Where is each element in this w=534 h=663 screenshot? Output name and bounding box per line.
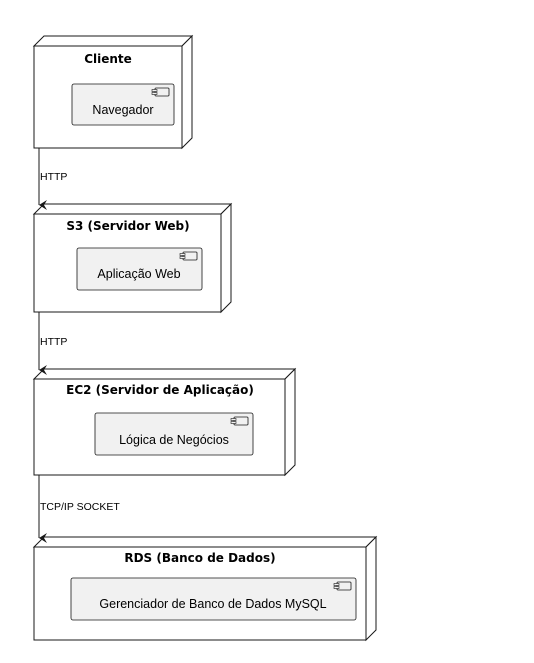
component-icon [230, 416, 249, 426]
node-title-rds: RDS (Banco de Dados) [124, 551, 275, 565]
node-rds: RDS (Banco de Dados) Gerenciador de Banc… [32, 535, 378, 642]
component-label-aplicacao-web: Aplicação Web [97, 267, 180, 281]
edge-ec2-rds: TCP/IP SOCKET [38, 475, 120, 543]
edge-cliente-s3: HTTP [38, 148, 67, 210]
component-logica-de-negocios: Lógica de Negócios [94, 412, 254, 456]
node-cliente: Cliente Navegador [32, 34, 194, 150]
component-label-logica-de-negocios: Lógica de Negócios [119, 433, 229, 447]
component-label-gerenciador-mysql: Gerenciador de Banco de Dados MySQL [99, 597, 326, 611]
component-aplicacao-web: Aplicação Web [76, 247, 203, 291]
component-navegador: Navegador [71, 83, 175, 126]
component-icon [179, 251, 198, 261]
node-title-ec2: EC2 (Servidor de Aplicação) [66, 383, 254, 397]
component-icon [151, 87, 170, 97]
edge-label-ec2-rds: TCP/IP SOCKET [40, 501, 120, 513]
node-ec2: EC2 (Servidor de Aplicação) Lógica de Ne… [32, 367, 297, 477]
component-label-navegador: Navegador [92, 103, 153, 117]
component-gerenciador-mysql: Gerenciador de Banco de Dados MySQL [70, 577, 357, 621]
node-title-s3: S3 (Servidor Web) [66, 219, 189, 233]
edge-label-s3-ec2: HTTP [40, 336, 67, 348]
component-icon [333, 581, 352, 591]
node-s3: S3 (Servidor Web) Aplicação Web [32, 202, 233, 314]
edge-label-cliente-s3: HTTP [40, 171, 67, 183]
edge-s3-ec2: HTTP [38, 312, 67, 375]
node-title-cliente: Cliente [84, 52, 132, 66]
